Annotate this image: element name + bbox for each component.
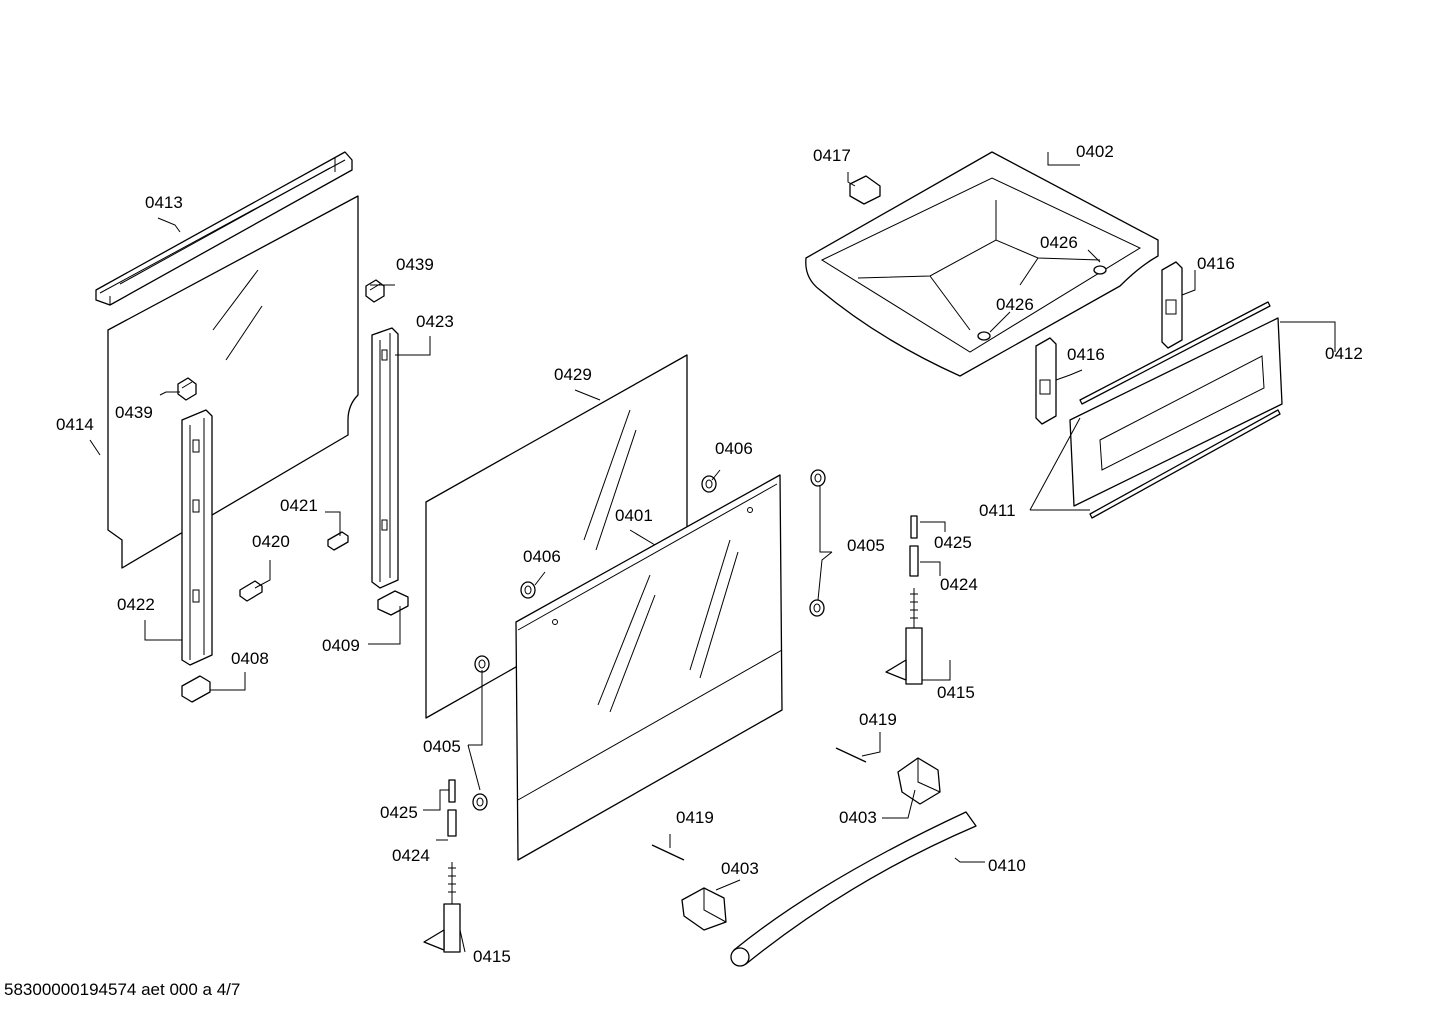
handle-end-cap-upper [897, 757, 941, 805]
callout-0420: 0420 [252, 532, 290, 551]
callout-0414-right: 0415 [937, 683, 975, 702]
callout-0412: 0412 [1325, 344, 1363, 363]
callout-0403-lower: 0403 [721, 859, 759, 878]
seal-strip-upper [1079, 301, 1271, 405]
callout-0429: 0429 [554, 365, 592, 384]
bushing-0405-right-lower [809, 599, 825, 617]
callout-0401: 0401 [615, 506, 653, 525]
clip-upper [365, 279, 385, 303]
callout-0425-left: 0425 [380, 803, 418, 822]
bushing-0406-lower [520, 581, 536, 599]
drawer-front [1069, 317, 1283, 507]
left-pin-0424 [447, 809, 457, 837]
callout-0410: 0410 [988, 856, 1026, 875]
callout-0424-left: 0424 [392, 846, 430, 865]
top-trim-strip [95, 151, 353, 306]
right-side-rail [371, 327, 399, 589]
callout-0415: 0417 [813, 146, 851, 165]
callout-0411: 0413 [145, 193, 183, 212]
callout-0416: 0411 [979, 501, 1016, 520]
callout-0409: 0409 [322, 636, 360, 655]
bushing-0405-left [474, 655, 490, 673]
handle-bar [730, 811, 977, 967]
screw-0419-upper [835, 747, 867, 763]
callout-0421: 0421 [280, 496, 318, 515]
clip-lower [177, 377, 197, 401]
callout-0439-upper: 0439 [396, 255, 434, 274]
left-hinge-0414 [423, 862, 461, 953]
bracket-0415 [849, 175, 881, 205]
callout-0413: 0414 [56, 415, 94, 434]
callout-0402: 0402 [1076, 142, 1114, 161]
callout-labels: 0413 0414 0439 0439 0423 0422 0408 0420 … [56, 142, 1363, 966]
callout-0439-lower: 0439 [115, 403, 153, 422]
callout-0408: 0408 [231, 649, 269, 668]
callout-0422: 0422 [117, 595, 155, 614]
right-pin-0424 [909, 545, 919, 577]
door-frame [515, 474, 783, 861]
callout-0405-right: 0405 [847, 536, 885, 555]
runner-0417-right [1161, 261, 1183, 349]
left-side-rail [181, 409, 213, 666]
callout-0425-right: 0425 [934, 533, 972, 552]
callout-0419-upper: 0419 [859, 710, 897, 729]
callout-0406-lower: 0406 [523, 547, 561, 566]
right-hinge-0414 [885, 588, 923, 685]
callout-0426-lower: 0426 [996, 295, 1034, 314]
callout-0423: 0423 [416, 312, 454, 331]
bracket-0408 [181, 675, 211, 703]
callout-0419-lower: 0419 [676, 808, 714, 827]
runner-0417-left [1035, 337, 1057, 425]
left-pin-0425 [448, 779, 456, 803]
callout-0417-right: 0416 [1197, 254, 1235, 273]
handle-end-cap-lower [681, 887, 727, 931]
bushing-0405-right-upper [810, 469, 826, 487]
callout-0414-left: 0415 [473, 947, 511, 966]
hinge-piece-0421 [327, 531, 349, 551]
drawer-tray [805, 151, 1159, 377]
bushing-0405-left-lower [472, 793, 488, 811]
callout-0424-right: 0424 [940, 575, 978, 594]
rear-glass-panel [107, 195, 359, 569]
callout-0405-left: 0405 [423, 737, 461, 756]
right-pin-0425 [910, 515, 918, 539]
screw-0419-lower [651, 844, 685, 861]
callout-0406-upper: 0406 [715, 439, 753, 458]
callout-0426-upper: 0426 [1040, 233, 1078, 252]
callout-0417-left: 0416 [1067, 345, 1105, 364]
callout-0403-upper: 0403 [839, 808, 877, 827]
bracket-0409 [377, 590, 409, 616]
hinge-piece-0420 [239, 580, 263, 602]
seal-strip-lower [1089, 409, 1281, 519]
leader-lines [89, 152, 1336, 953]
document-code: 58300000194574 aet 000 a 4/7 [4, 980, 241, 999]
